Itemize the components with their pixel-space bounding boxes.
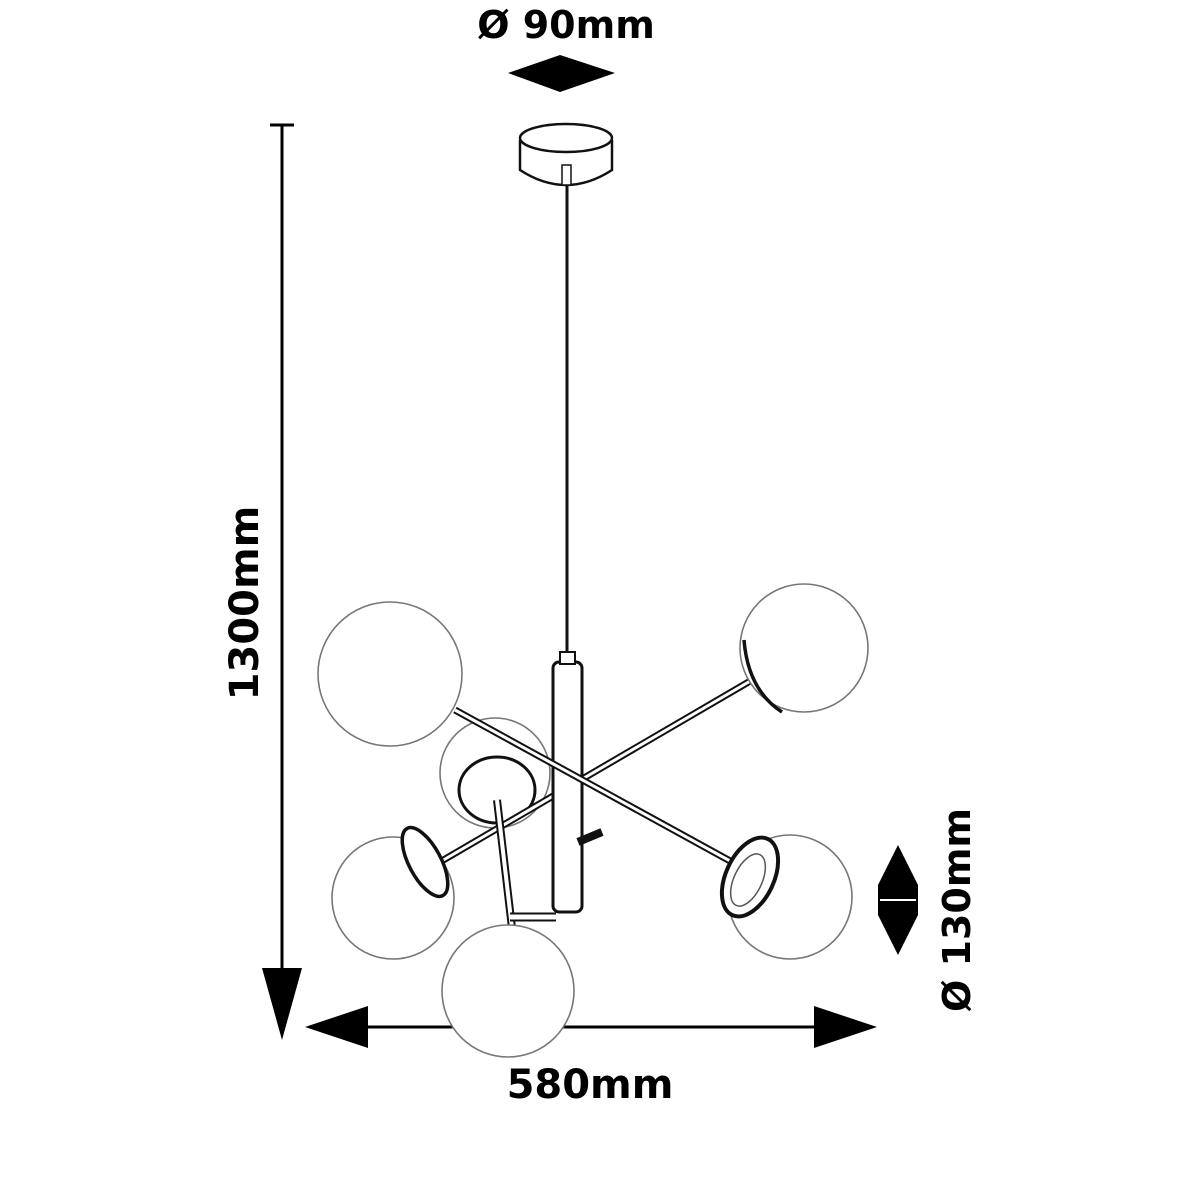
globe-holder-left [400,825,450,899]
canopy-diameter-label: Ø 90mm [477,3,655,47]
width-dimension [305,1006,877,1048]
globe-holder-right [719,835,781,919]
width-label: 580mm [507,1062,674,1108]
globe-top-right [739,583,869,713]
ceiling-canopy [518,122,614,187]
central-tube [551,651,584,914]
lamp-arms [438,676,754,929]
globe-diameter-arrow [878,845,918,955]
height-dimension [262,123,302,1040]
arm-stub [576,828,604,846]
globe-top-left [317,601,463,747]
front-arm [453,706,754,877]
globe-diameter-label: Ø 130mm [935,808,979,1012]
globe-bottom [441,924,575,1058]
canopy-width-arrow [508,55,615,92]
height-label: 1300mm [222,506,268,701]
